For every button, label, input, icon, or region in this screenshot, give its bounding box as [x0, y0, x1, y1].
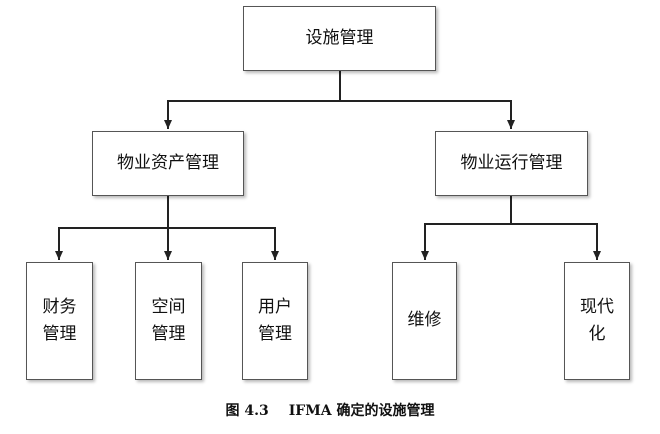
node-user-management: 用户管理 — [242, 262, 308, 380]
node-property-asset-management: 物业资产管理 — [92, 131, 244, 196]
figure-caption: 图 4.3 IFMA 确定的设施管理 — [0, 400, 660, 420]
figure-title: IFMA 确定的设施管理 — [288, 403, 435, 419]
node-label: 维修 — [407, 310, 442, 331]
figure-number: 图 4.3 — [225, 403, 269, 419]
node-space-management: 空间管理 — [135, 262, 202, 380]
node-label: 财务管理 — [42, 296, 77, 344]
connector-ops-to-maintenance — [421, 196, 512, 260]
node-label: 空间管理 — [151, 296, 186, 344]
connector-root-to-asset — [164, 71, 341, 129]
connector-asset-to-finance — [55, 196, 169, 260]
node-modernization: 现代化 — [564, 262, 630, 380]
node-property-operation-management: 物业运行管理 — [435, 131, 588, 196]
node-label: 物业资产管理 — [117, 152, 219, 173]
node-label: 物业运行管理 — [460, 152, 563, 173]
connector-asset-to-user — [168, 227, 279, 260]
node-financial-management: 财务管理 — [26, 262, 93, 380]
node-label: 现代化 — [579, 296, 614, 344]
node-label: 设施管理 — [305, 27, 374, 48]
node-maintenance: 维修 — [392, 262, 457, 380]
connector-ops-to-modernization — [511, 223, 601, 260]
connector-root-to-ops — [340, 100, 515, 129]
node-facility-management: 设施管理 — [243, 6, 436, 71]
node-label: 用户管理 — [257, 296, 292, 344]
